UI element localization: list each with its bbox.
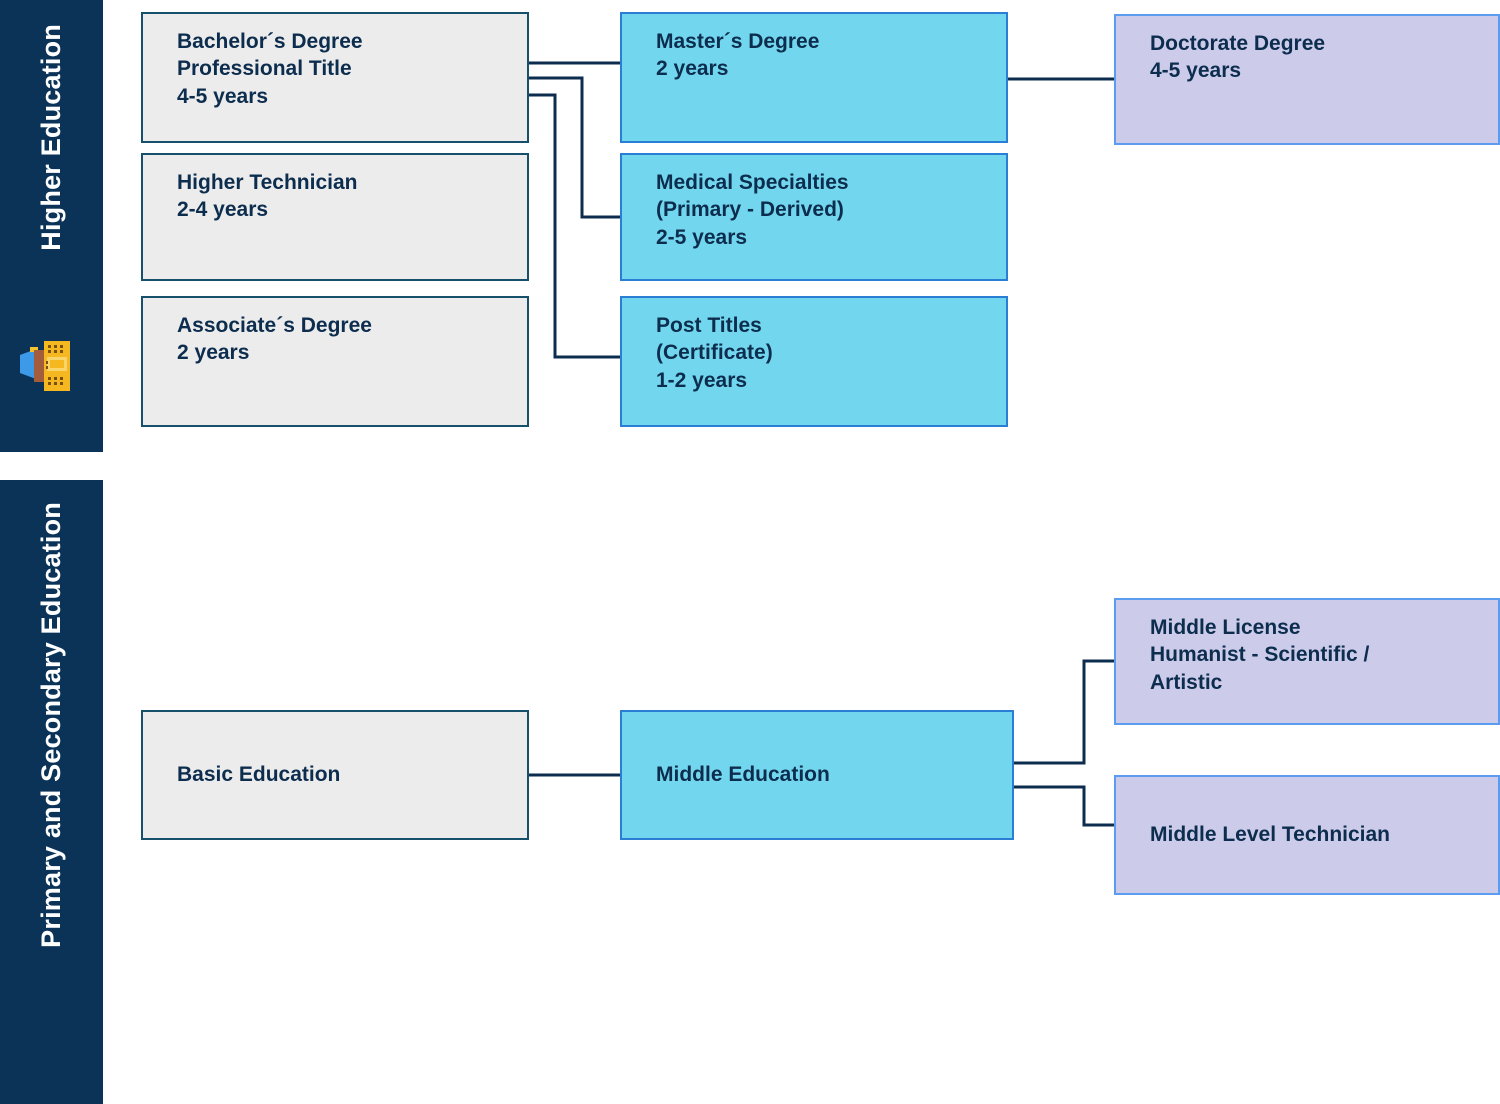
node-label: Post Titles (Certificate) 1-2 years: [656, 314, 773, 392]
node-masters-degree[interactable]: Master´s Degree 2 years: [620, 12, 1008, 143]
node-label: Master´s Degree 2 years: [656, 30, 820, 81]
university-building-icon: [20, 341, 70, 391]
connector-middle-midtech: [1014, 785, 1114, 827]
section-band-higher-education: Higher Education: [0, 0, 103, 452]
node-label: Medical Specialties (Primary - Derived) …: [656, 171, 849, 249]
node-middle-education[interactable]: Middle Education: [620, 710, 1014, 840]
node-doctorate-degree[interactable]: Doctorate Degree 4-5 years: [1114, 14, 1500, 145]
connector-middle-license: [1014, 659, 1114, 765]
node-post-titles[interactable]: Post Titles (Certificate) 1-2 years: [620, 296, 1008, 427]
node-label: Middle Level Technician: [1150, 823, 1391, 847]
node-middle-license[interactable]: Middle License Humanist - Scientific / A…: [1114, 598, 1500, 725]
node-medical-specialties[interactable]: Medical Specialties (Primary - Derived) …: [620, 153, 1008, 281]
node-label: Basic Education: [177, 763, 341, 787]
node-label: Middle License Humanist - Scientific / A…: [1150, 616, 1370, 694]
node-label: Higher Technician 2-4 years: [177, 171, 358, 222]
node-basic-education[interactable]: Basic Education: [141, 710, 529, 840]
node-label: Middle Education: [656, 763, 830, 787]
node-higher-technician[interactable]: Higher Technician 2-4 years: [141, 153, 529, 281]
node-associates-degree[interactable]: Associate´s Degree 2 years: [141, 296, 529, 427]
node-label: Associate´s Degree 2 years: [177, 314, 372, 365]
section-band-primary-secondary-education: Primary and Secondary Education ∗: [0, 480, 103, 1104]
node-bachelors-degree[interactable]: Bachelor´s Degree Professional Title 4-5…: [141, 12, 529, 143]
section-label-primary-secondary-education: Primary and Secondary Education: [36, 502, 66, 948]
node-label: Doctorate Degree 4-5 years: [1150, 32, 1326, 83]
connector-bachelor-medical: [529, 76, 620, 219]
node-middle-level-technician[interactable]: Middle Level Technician: [1114, 775, 1500, 895]
section-label-higher-education: Higher Education: [36, 24, 66, 251]
node-label: Bachelor´s Degree Professional Title 4-5…: [177, 30, 363, 108]
connector-bachelor-posttitles: [529, 93, 620, 359]
